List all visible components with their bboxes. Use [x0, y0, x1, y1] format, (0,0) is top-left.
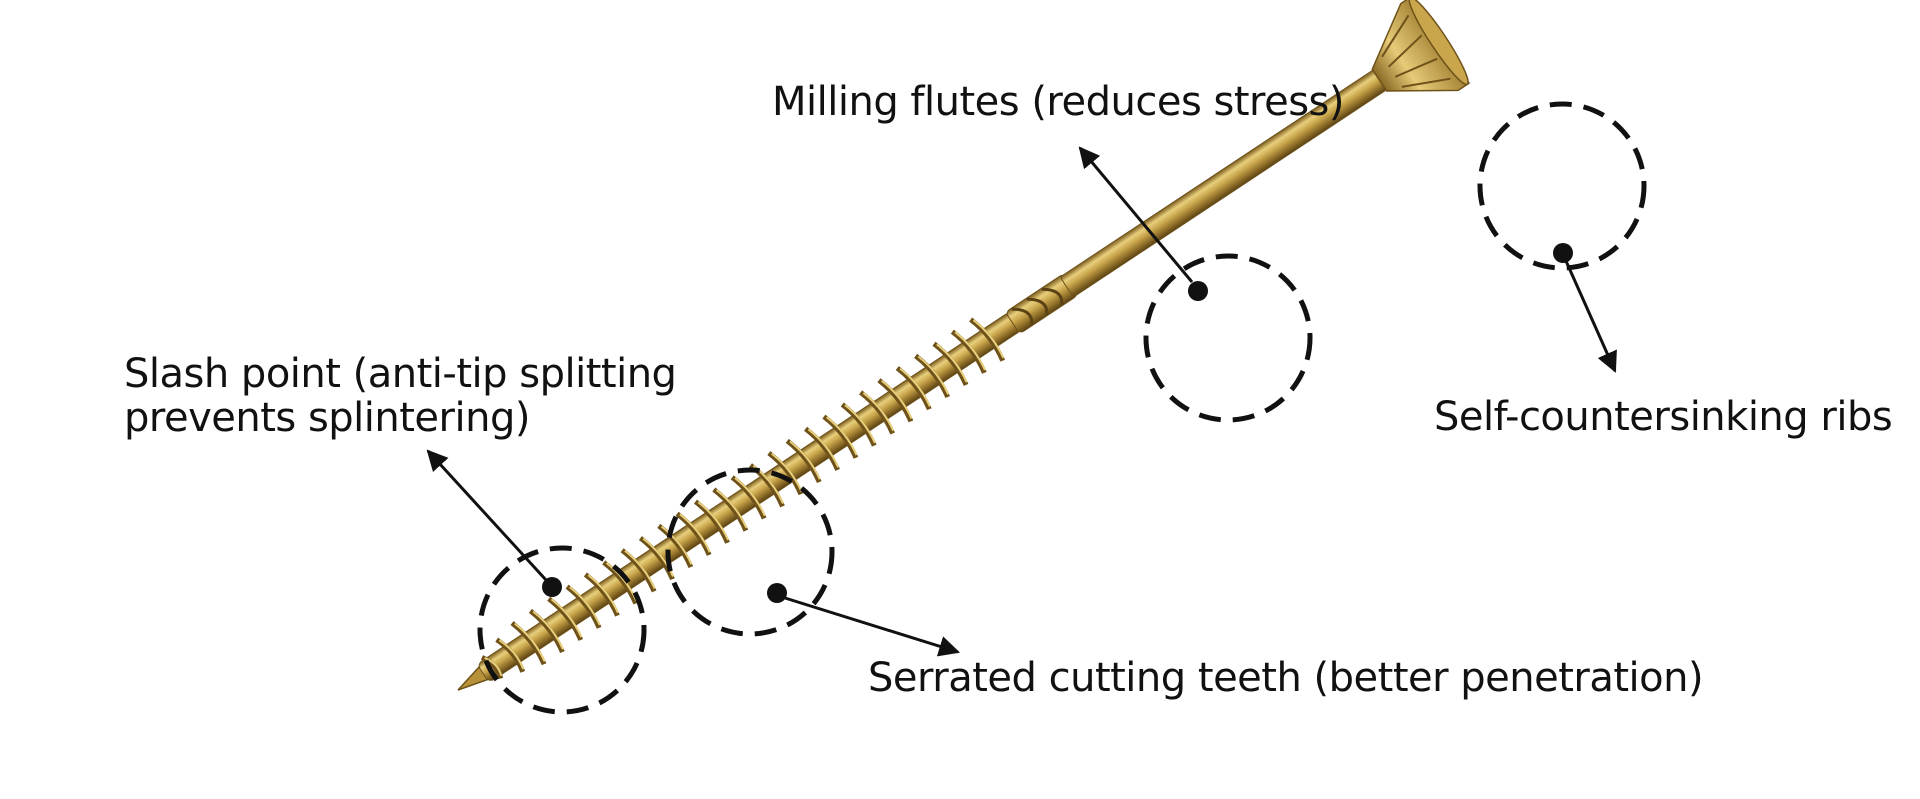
dot-countersink [1553, 243, 1573, 263]
arrow-serrated-teeth [784, 596, 961, 657]
thread-highlight [807, 428, 840, 468]
thread-ridge [480, 655, 504, 680]
screw-head [1371, 0, 1471, 92]
thread-highlight [484, 656, 503, 677]
thread-ridge [510, 621, 547, 666]
dot-serrated-teeth [767, 583, 787, 603]
thread-ridge [895, 366, 932, 411]
thread-ridge [583, 572, 620, 617]
thread-highlight [917, 355, 950, 395]
thread-ridge [877, 378, 914, 423]
thread-ridge [785, 438, 822, 484]
dot-slash-point [542, 577, 562, 597]
thread-highlight [587, 574, 619, 614]
thread-ridge [657, 523, 694, 569]
anchor-dots [542, 243, 1573, 603]
thread-highlight [734, 477, 766, 517]
thread-highlight [789, 440, 821, 480]
annotation-arrows [426, 146, 1617, 657]
thread-ridge [822, 414, 859, 459]
label-slash-point-line1: Slash point (anti-tip splitting [124, 351, 677, 397]
thread-ridge [638, 536, 675, 581]
thread-ridge [565, 584, 602, 629]
thread-highlight [881, 379, 913, 419]
thread-highlight [532, 610, 564, 650]
thread-highlight [715, 489, 748, 529]
thread-ridge [675, 511, 712, 556]
thread-ridge [602, 560, 639, 605]
thread-highlight [862, 392, 895, 432]
thread-ridge [730, 475, 767, 520]
circle-countersink [1477, 101, 1647, 271]
label-slash-point-line2: prevents splintering) [124, 395, 530, 441]
circle-serrated-teeth [665, 467, 835, 637]
arrow-milling-flutes [1078, 146, 1194, 283]
thread-highlight [642, 537, 674, 577]
countersink-ribs [1381, 14, 1451, 88]
thread-ridge [859, 390, 895, 435]
circle-milling-flutes [1143, 253, 1313, 423]
arrow-countersink [1564, 260, 1617, 373]
thread-highlight [954, 331, 986, 371]
thread-ridge [804, 426, 840, 471]
label-slash-point: Slash point (anti-tip splitting prevents… [124, 351, 677, 441]
thread-highlight [498, 639, 525, 670]
thread-ridge [495, 637, 526, 673]
screw-head-face [1408, 0, 1469, 86]
highlight-circles [477, 101, 1647, 715]
circle-slash-point [477, 545, 647, 715]
screw [457, 0, 1471, 691]
label-countersinking-ribs: Self-countersinking ribs [1434, 394, 1893, 440]
thread-ridge [969, 317, 1006, 362]
thread-highlight [771, 452, 803, 492]
thread-highlight [826, 416, 858, 456]
thread-ridge [840, 402, 877, 447]
label-milling-flutes: Milling flutes (reduces stress) [772, 79, 1344, 125]
thread-ridge [620, 548, 657, 593]
thread-highlight [899, 367, 931, 407]
thread-ridge [693, 499, 730, 544]
thread-highlight [660, 525, 693, 565]
label-serrated-teeth: Serrated cutting teeth (better penetrati… [868, 655, 1704, 701]
thread-highlight [697, 501, 729, 541]
thread-ridge [932, 341, 969, 386]
dot-milling-flutes [1188, 281, 1208, 301]
thread-highlight [624, 549, 656, 589]
thread-highlight [550, 598, 583, 638]
arrow-slash-point [426, 449, 548, 582]
thread-highlight [972, 319, 1005, 359]
thread-ridge [528, 608, 565, 654]
thread-ridge [767, 451, 804, 496]
thread-highlight [844, 404, 876, 444]
thread-ridge [914, 353, 950, 399]
screw-threads [480, 317, 1006, 680]
thread-ridge [547, 596, 584, 641]
thread-highlight [679, 513, 711, 553]
thread-highlight [936, 343, 968, 383]
thread-ridge [950, 329, 987, 374]
thread-highlight [569, 586, 601, 626]
thread-ridge [712, 487, 749, 532]
thread-highlight [514, 622, 546, 662]
